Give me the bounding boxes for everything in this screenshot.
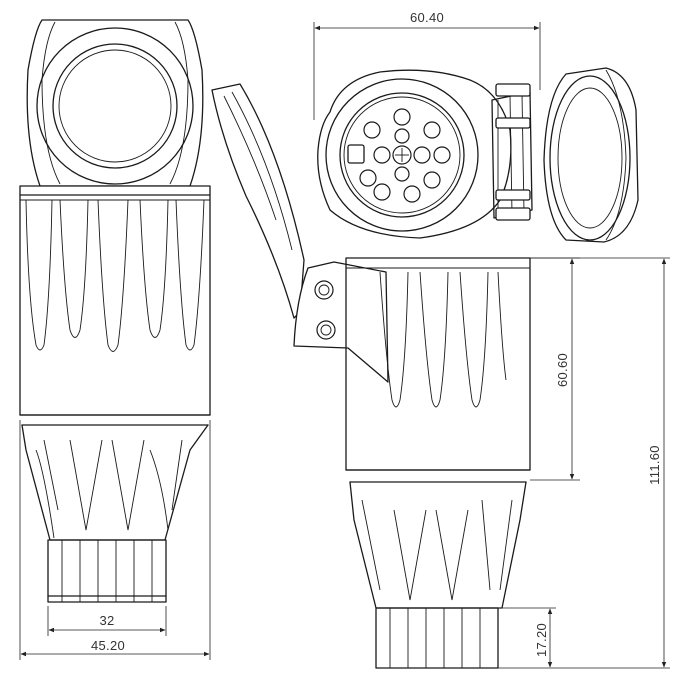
hinge — [491, 83, 533, 221]
socket-face — [317, 69, 512, 239]
side-view: 60.40 — [211, 10, 670, 669]
dimension-label-60-40: 60.40 — [410, 10, 444, 25]
latch-lever — [211, 83, 305, 319]
front-body — [19, 185, 211, 426]
dimension-front-inner-width: 32 — [47, 606, 167, 636]
dimension-front-outer-width: 45.20 — [19, 420, 211, 660]
dimension-body-height: 60.60 — [530, 257, 580, 481]
dimension-label-111-60: 111.60 — [647, 445, 662, 485]
dimension-nut-height: 17.20 — [498, 607, 556, 668]
latch-plate — [293, 261, 389, 383]
dimension-top-width: 60.40 — [313, 10, 541, 120]
front-view: 32 45.20 — [19, 19, 211, 660]
side-strain-relief — [349, 481, 527, 609]
dimension-label-32: 32 — [99, 613, 114, 628]
dimension-overall-height: 111.60 — [498, 257, 670, 669]
front-strain-relief — [21, 424, 209, 541]
front-cap — [26, 19, 204, 187]
dimension-label-17-20: 17.20 — [534, 623, 549, 657]
dimension-label-45-20: 45.20 — [91, 638, 125, 653]
open-cap — [543, 67, 639, 243]
dimension-label-60-60: 60.60 — [555, 353, 570, 387]
front-nut — [47, 539, 167, 603]
side-nut — [375, 607, 499, 669]
side-body — [345, 257, 531, 483]
